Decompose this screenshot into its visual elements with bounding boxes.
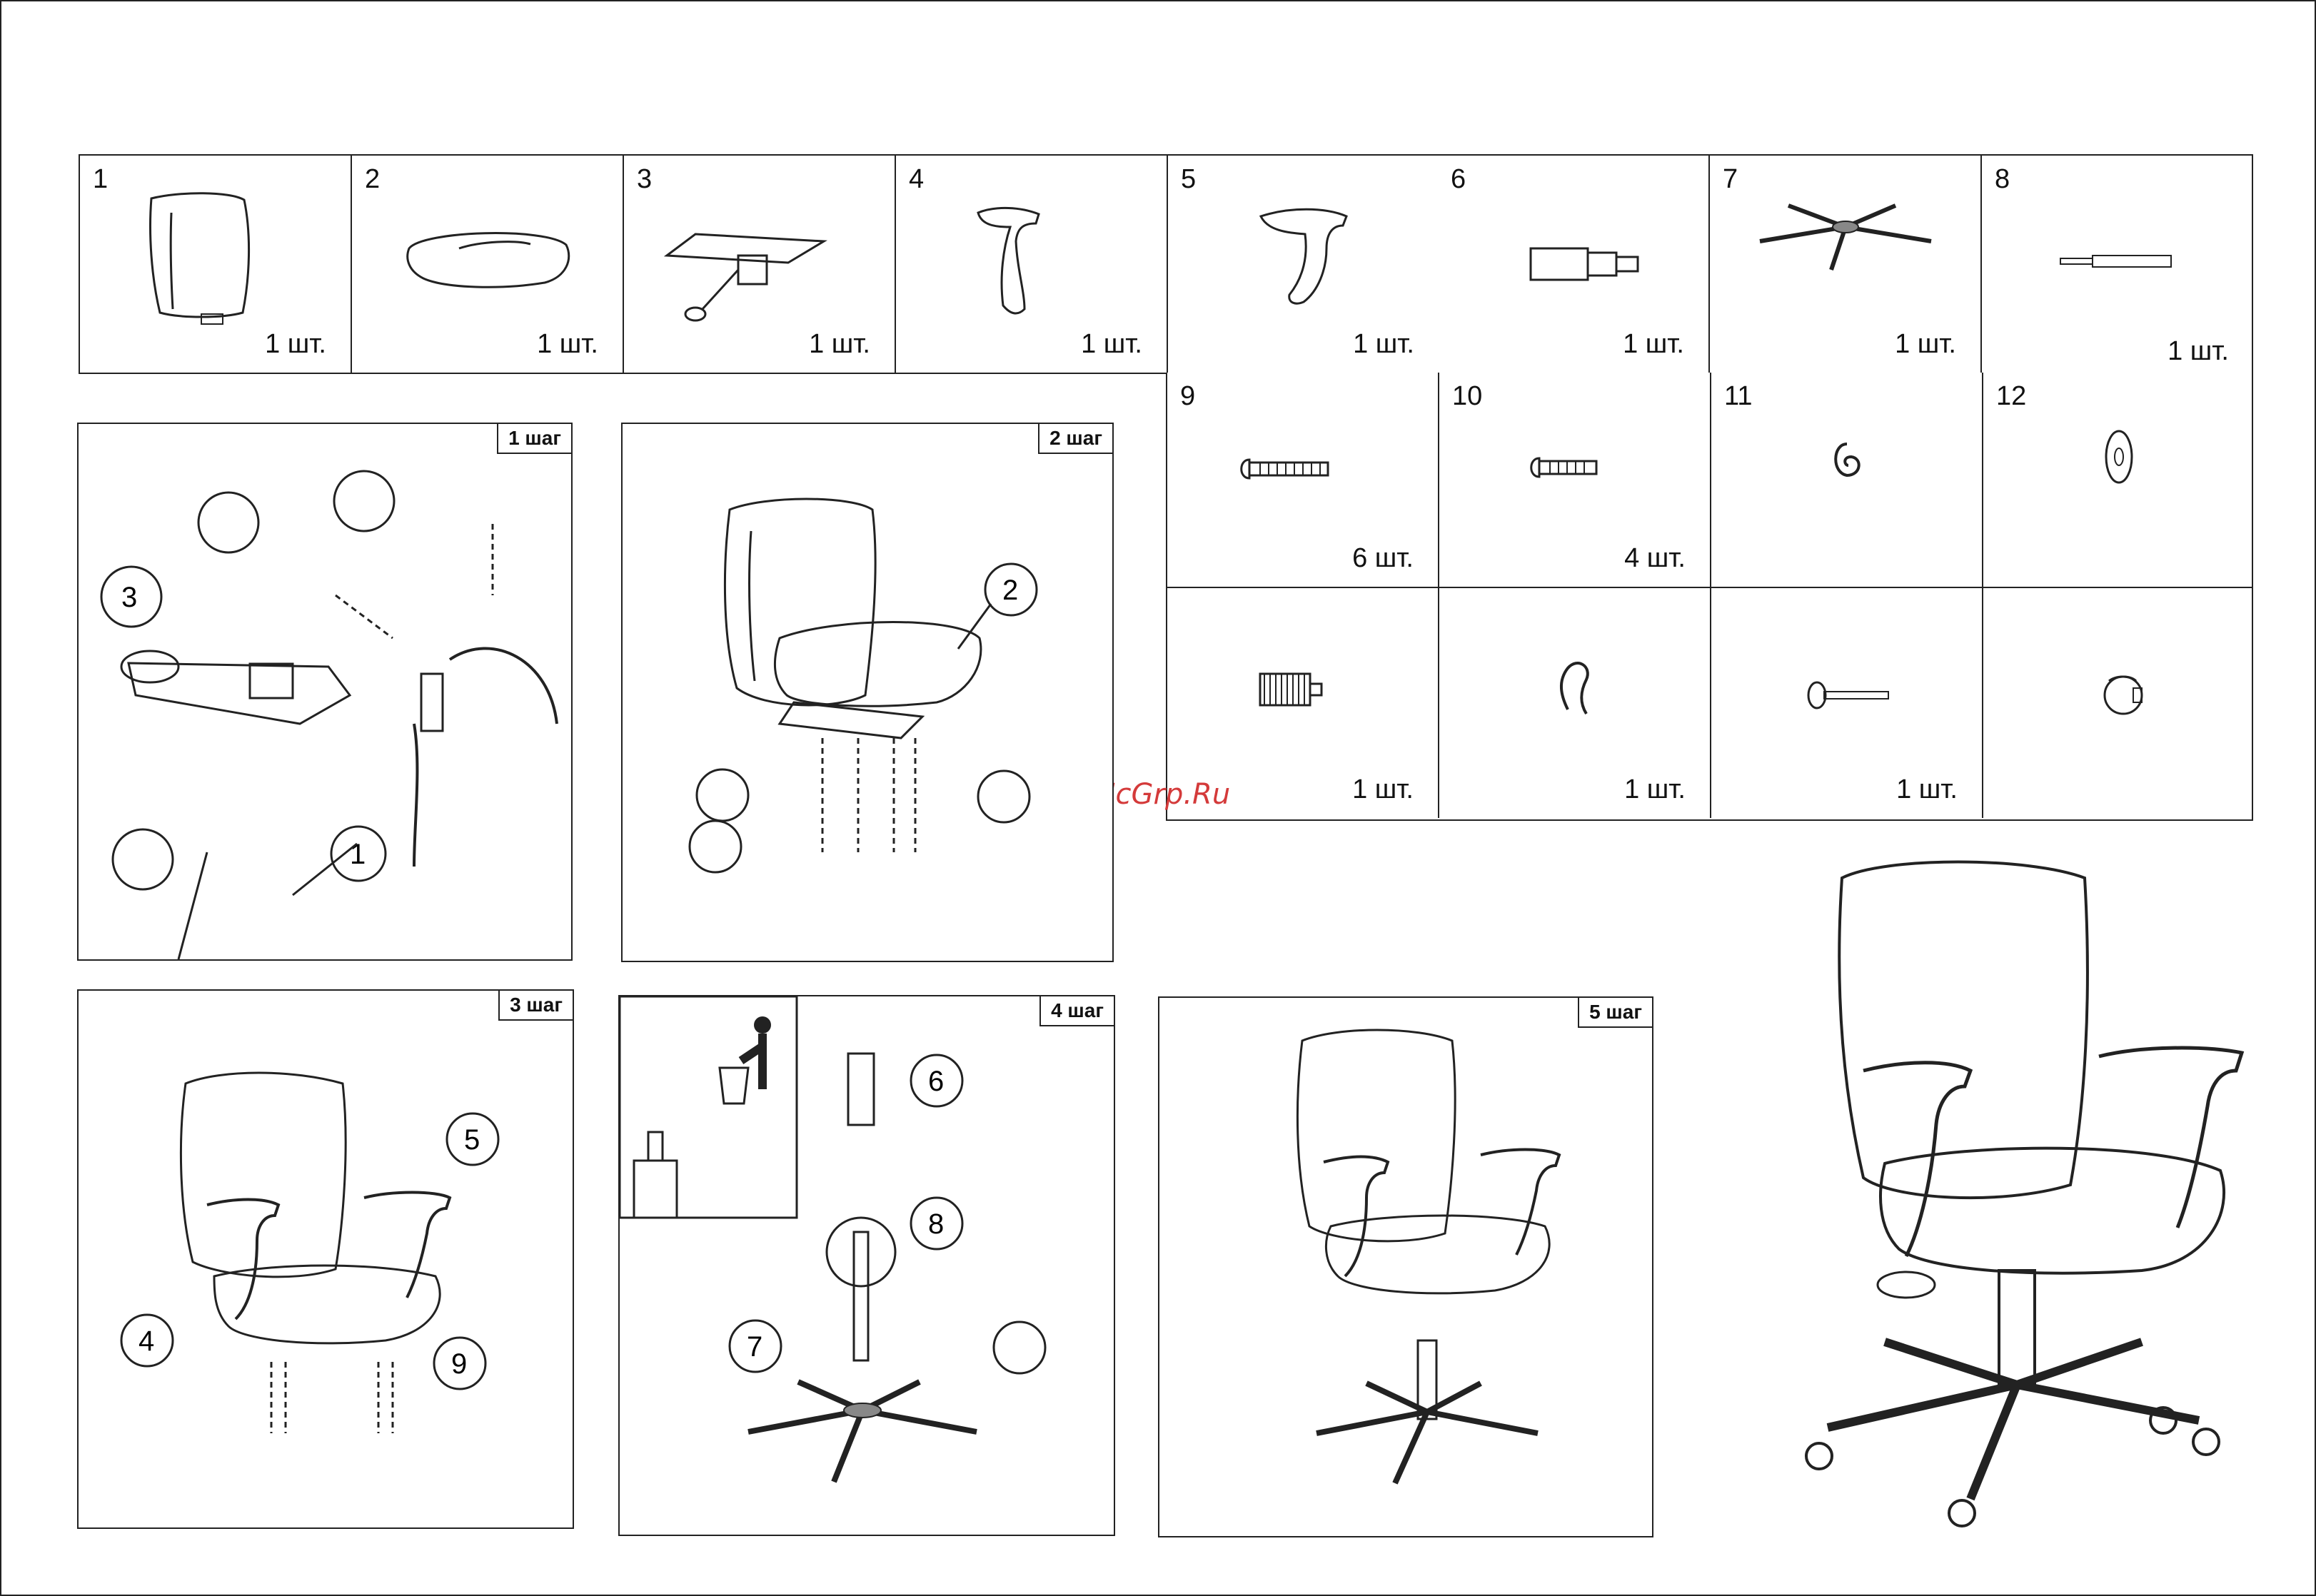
part-cell-1: 1 1 шт.: [80, 156, 352, 373]
part-qty: 6 шт.: [1352, 543, 1414, 574]
callout-6: 6: [928, 1066, 944, 1097]
part-cell-12: 12: [1983, 373, 2252, 588]
callout-5: 5: [464, 1124, 480, 1156]
part-cell-2: 2 1 шт.: [352, 156, 624, 373]
part-cell-4: 4 1 шт.: [896, 156, 1168, 373]
part-qty: 1 шт.: [809, 329, 870, 360]
step-1-panel: 1 шаг 3 1: [77, 423, 573, 961]
part-cell-6: 6 1 шт.: [1438, 156, 1710, 373]
callout-2: 2: [1002, 575, 1018, 606]
step-5-panel: 5 шаг: [1158, 996, 1653, 1537]
step-2-diagram: 2: [623, 424, 1112, 961]
step-1-diagram: 3 1: [79, 424, 571, 959]
part-cell-9: 9 6 шт.: [1167, 373, 1439, 588]
callout-3: 3: [121, 582, 137, 613]
part-cell-caster: [1983, 588, 2252, 818]
parts-table-top-right: 6 1 шт. 7 1 шт. 8 1 шт.: [1438, 154, 2253, 374]
step-5-diagram: [1159, 998, 1652, 1536]
step-4-panel: 4 шаг 6 8 7: [618, 995, 1115, 1536]
part-qty: 1 шт.: [1623, 329, 1684, 360]
part-cell-10: 10 4 шт.: [1439, 373, 1711, 588]
part-cell-3: 3 1 шт.: [624, 156, 896, 373]
part-qty: 1 шт.: [537, 329, 598, 360]
part-qty: 1 шт.: [1896, 774, 1958, 805]
part-qty: 1 шт.: [1624, 774, 1686, 805]
part-cell-7: 7 1 шт.: [1710, 156, 1982, 373]
part-qty: 4 шт.: [1624, 543, 1686, 574]
step-4-diagram: 6 8 7: [620, 996, 1114, 1535]
step-2-panel: 2 шаг 2: [621, 423, 1114, 962]
part-cell-clip: 1 шт.: [1439, 588, 1711, 818]
part-cell-5: 5 1 шт.: [1168, 156, 1440, 373]
caster-icon: [1983, 588, 2252, 818]
callout-1: 1: [350, 839, 366, 870]
callout-7: 7: [747, 1331, 762, 1363]
part-qty: 1 шт.: [1895, 329, 1956, 360]
step-3-diagram: 5 4 9: [79, 991, 573, 1527]
part-cell-axle: 1 шт.: [1711, 588, 1983, 818]
callout-9: 9: [451, 1348, 467, 1380]
part-cell-11: 11: [1711, 373, 1983, 588]
step-3-panel: 3 шаг 5 4 9: [77, 989, 574, 1529]
callout-4: 4: [139, 1325, 154, 1357]
washer-icon: [1983, 373, 2252, 588]
spring-washer-icon: [1711, 373, 1983, 588]
part-qty: 1 шт.: [1353, 329, 1414, 360]
callout-8: 8: [928, 1208, 944, 1240]
part-cell-8: 8 1 шт.: [1982, 156, 2253, 373]
part-qty: 1 шт.: [2168, 336, 2229, 367]
part-qty: 1 шт.: [1081, 329, 1142, 360]
part-qty: 1 шт.: [1352, 774, 1414, 805]
parts-table-top: 1 1 шт. 2 1 шт. 3 1 шт. 4 1 шт. 5: [79, 154, 1539, 374]
parts-table-bottom: 9 6 шт. 10 4 шт. 11 12: [1166, 373, 2253, 821]
part-qty: 1 шт.: [265, 329, 326, 360]
